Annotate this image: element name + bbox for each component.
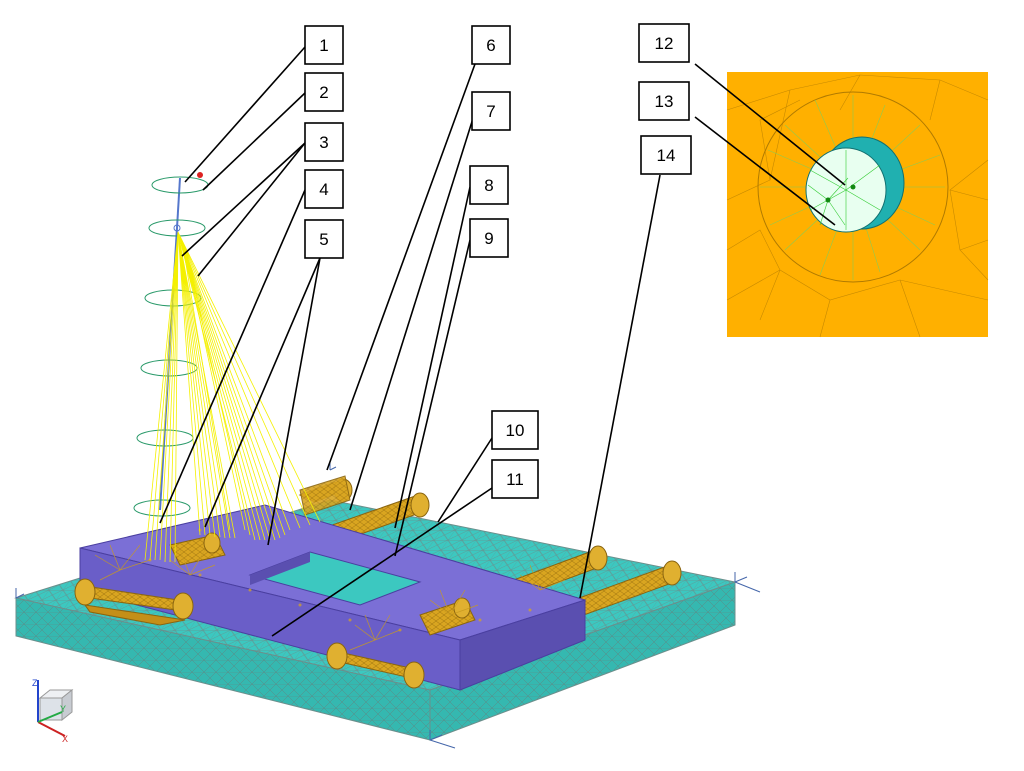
leader-lines xyxy=(159,46,846,637)
callout-2: 2 xyxy=(304,72,344,112)
x-axis-label: X xyxy=(62,734,68,744)
callout-4-label: 4 xyxy=(319,180,328,199)
callout-6: 6 xyxy=(471,25,511,65)
leader-7 xyxy=(349,111,476,511)
leader-11 xyxy=(271,487,493,637)
callout-8-label: 8 xyxy=(484,176,493,195)
coordinate-triad: Z X Y xyxy=(32,678,74,744)
callout-13: 13 xyxy=(638,81,690,121)
leader-13 xyxy=(694,116,836,226)
y-axis-label: Y xyxy=(60,704,66,714)
callout-11: 11 xyxy=(491,459,539,499)
leader-12 xyxy=(694,63,846,186)
callout-9-label: 9 xyxy=(484,229,493,248)
leader-10 xyxy=(437,437,493,523)
leader-5b xyxy=(267,257,321,546)
detail-center-node-1 xyxy=(850,184,856,190)
roller-group-front xyxy=(74,532,476,689)
callout-7-label: 7 xyxy=(486,102,495,121)
mass-point xyxy=(197,172,203,178)
callout-3-label: 3 xyxy=(319,133,328,152)
x-axis xyxy=(37,721,66,737)
leader-8 xyxy=(394,186,471,529)
z-axis-label: Z xyxy=(32,678,38,688)
roller-pair-rear-left xyxy=(298,475,430,546)
leader-6 xyxy=(326,63,476,471)
roller-inner-left xyxy=(169,532,226,566)
callout-14-label: 14 xyxy=(657,146,676,165)
leader-1 xyxy=(184,46,306,183)
callout-12: 12 xyxy=(638,23,690,63)
leader-9 xyxy=(394,239,471,557)
leader-3a xyxy=(181,142,306,257)
detail-outer-circle xyxy=(757,91,949,283)
callout-14: 14 xyxy=(640,135,692,175)
leader-14 xyxy=(579,174,661,599)
callout-9: 9 xyxy=(469,218,509,258)
callout-1: 1 xyxy=(304,25,344,65)
callout-boxes: 1 2 3 4 5 6 7 8 xyxy=(304,23,692,499)
roller-front-middle xyxy=(326,642,425,689)
callout-12-label: 12 xyxy=(655,34,674,53)
leader-3b xyxy=(197,142,306,277)
callout-4: 4 xyxy=(304,169,344,209)
leader-4 xyxy=(159,189,306,524)
callout-8: 8 xyxy=(469,165,509,205)
spring-connectors xyxy=(94,544,566,651)
roller-group-back xyxy=(298,475,682,621)
callout-3: 3 xyxy=(304,122,344,162)
callout-13-label: 13 xyxy=(655,92,674,111)
roller-pair-rear-right xyxy=(499,545,682,621)
callout-11-label: 11 xyxy=(506,470,524,489)
detail-center-node-2 xyxy=(825,197,831,203)
callout-6-label: 6 xyxy=(486,36,495,55)
leader-5a xyxy=(204,257,321,528)
roller-front-left xyxy=(74,578,194,626)
leader-2 xyxy=(202,92,306,191)
y-axis xyxy=(37,711,63,723)
callout-5: 5 xyxy=(304,219,344,259)
roller-inner-right xyxy=(419,597,476,636)
mast-ring xyxy=(133,499,191,517)
callout-7: 7 xyxy=(471,91,511,131)
callout-5-label: 5 xyxy=(319,230,328,249)
callout-2-label: 2 xyxy=(319,83,328,102)
callout-10: 10 xyxy=(491,410,539,450)
detail-inset xyxy=(726,72,989,338)
node-marker xyxy=(173,224,181,232)
callout-1-label: 1 xyxy=(319,36,328,55)
mast-ring xyxy=(148,219,206,237)
callout-10-label: 10 xyxy=(506,421,525,440)
